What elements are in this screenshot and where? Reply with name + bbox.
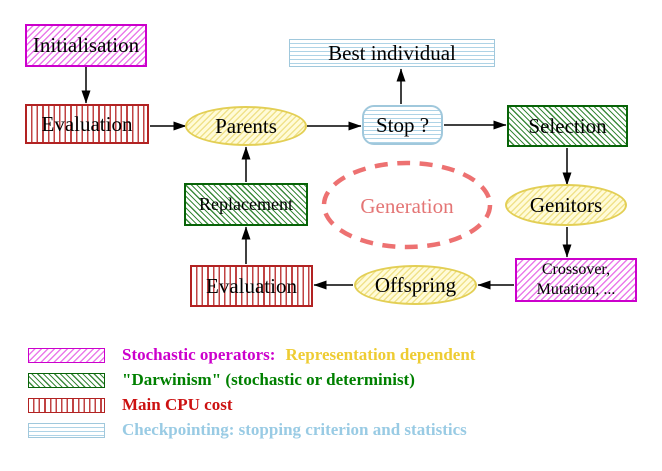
node-selection-label: Selection <box>528 113 607 138</box>
node-crossover-label-line1: Crossover, <box>541 261 611 278</box>
legend-label-stochastic: Stochastic operators: <box>122 345 276 364</box>
node-initialisation-label: Initialisation <box>32 33 140 57</box>
node-best-individual-label: Best individual <box>328 40 456 65</box>
legend-note-representation: Representation dependent <box>285 345 476 364</box>
legend-swatch-red-vertical <box>28 397 105 413</box>
node-offspring: Offspring <box>354 265 477 305</box>
legend-row-stochastic: Stochastic operators: Representation dep… <box>28 345 476 364</box>
node-replacement: Replacement <box>184 183 308 226</box>
node-parents: Parents <box>185 106 307 146</box>
generation-dashed-ellipse <box>321 160 493 250</box>
legend-row-darwinism: "Darwinism" (stochastic or determinist) <box>28 370 415 389</box>
legend-label-cpu: Main CPU cost <box>122 395 233 414</box>
node-parents-label: Parents <box>215 113 277 138</box>
legend-label-checkpointing: Checkpointing: stopping criterion and st… <box>122 420 467 439</box>
node-evaluation-top-label: Evaluation <box>41 111 133 136</box>
node-stop-label: Stop ? <box>375 112 430 137</box>
node-evaluation-top: Evaluation <box>25 104 149 144</box>
node-stop: Stop ? <box>362 105 443 145</box>
legend-label-darwinism: "Darwinism" (stochastic or determinist) <box>122 370 415 389</box>
legend-swatch-green-diagonal <box>28 372 105 388</box>
node-initialisation: Initialisation <box>25 24 147 67</box>
generation-label: Generation <box>360 194 454 218</box>
node-crossover-mutation: Crossover, Mutation, ... <box>515 258 637 302</box>
node-genitors: Genitors <box>505 184 627 226</box>
node-offspring-label: Offspring <box>374 272 457 297</box>
node-replacement-label: Replacement <box>199 194 293 214</box>
legend-row-checkpointing: Checkpointing: stopping criterion and st… <box>28 420 467 439</box>
node-evaluation-bottom-label: Evaluation <box>206 273 297 298</box>
node-genitors-label: Genitors <box>529 192 603 217</box>
node-best-individual: Best individual <box>289 39 495 67</box>
legend-swatch-cyan-horizontal <box>28 422 105 438</box>
legend-swatch-magenta-diagonal <box>28 347 105 363</box>
node-crossover-label-line2: Mutation, ... <box>536 281 616 298</box>
node-selection: Selection <box>507 105 628 147</box>
node-evaluation-bottom: Evaluation <box>190 265 313 307</box>
legend-row-cpu: Main CPU cost <box>28 395 233 414</box>
